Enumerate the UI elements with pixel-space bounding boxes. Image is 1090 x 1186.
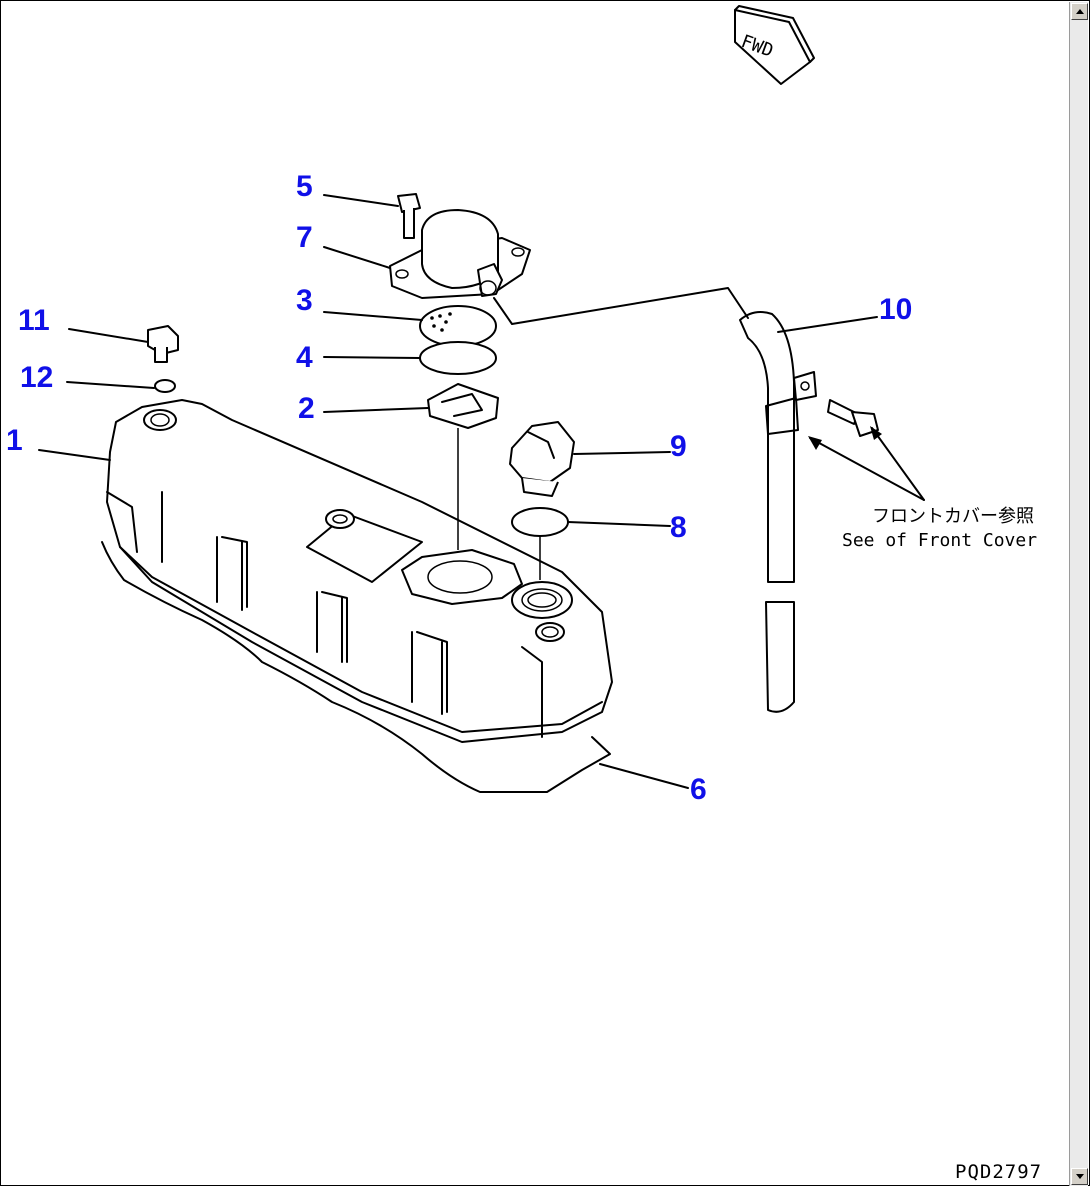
arrow-down-icon [1076,1174,1084,1179]
vertical-scrollbar[interactable] [1069,2,1088,1186]
part-oring-4 [419,341,497,375]
part-bolt-11 [147,325,179,363]
parts-diagram: FWD [6,5,1042,1183]
part-hose-10 [739,311,817,713]
callout-1: 1 [6,424,23,457]
callout-3: 3 [296,284,313,317]
part-baffle-2 [427,383,499,429]
part-head-cover [106,399,613,743]
callout-6: 6 [690,773,707,806]
reference-arrow-hose [809,437,925,501]
part-filler-cap-9 [509,421,575,497]
reference-arrow-bolt [871,427,925,501]
part-gasket-8 [511,507,569,537]
fwd-arrow-icon: FWD [734,5,815,85]
callout-4: 4 [296,341,313,374]
drawing-code: PQD2797 [955,1161,1042,1183]
callout-2: 2 [298,392,315,425]
note-english: See of Front Cover [842,530,1037,551]
arrow-head-icon [808,436,822,450]
scroll-down-button[interactable] [1071,1168,1088,1185]
callout-8: 8 [670,511,687,544]
arrow-head-icon [870,426,882,440]
callout-7: 7 [296,221,313,254]
callout-9: 9 [670,430,687,463]
arrow-up-icon [1076,9,1084,14]
note-japanese: フロントカバー参照 [872,506,1034,527]
hose-route-line [493,287,749,325]
part-front-cover-bolt [827,399,879,437]
part-filter-3 [419,305,497,347]
leader-lines [38,194,878,789]
callout-5: 5 [296,170,313,203]
callout-11: 11 [18,304,50,337]
part-washer-12 [154,379,176,393]
fwd-label: FWD [738,31,776,62]
part-breather-housing [389,209,531,299]
scroll-up-button[interactable] [1071,3,1088,20]
part-bolt-5 [397,193,421,239]
callout-10: 10 [879,293,912,326]
part-gasket [101,541,611,793]
callout-12: 12 [20,361,53,394]
